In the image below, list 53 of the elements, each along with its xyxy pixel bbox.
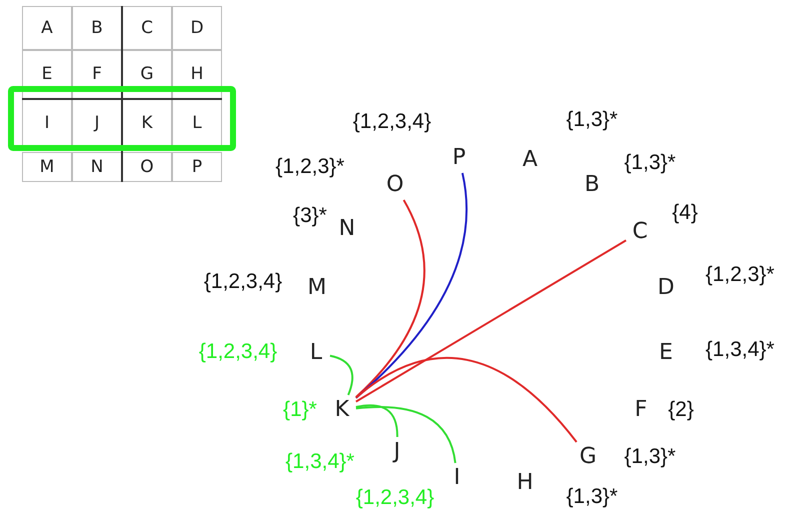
table-cell: L: [172, 99, 222, 147]
connector-curve: [356, 404, 398, 438]
vertex-label: F: [629, 397, 653, 423]
set-label: {1,2,3,4}: [198, 340, 278, 364]
vertex-label: N: [335, 216, 359, 242]
table-cell: D: [172, 6, 222, 50]
connector-curve: [355, 240, 627, 402]
table-cell: C: [122, 6, 172, 50]
table-cell: P: [172, 152, 222, 182]
table-cell: M: [22, 152, 72, 182]
vertex-label: O: [383, 172, 407, 198]
set-label: {1,2,3}*: [706, 263, 774, 287]
vertex-label: J: [385, 439, 409, 465]
table-cell: A: [22, 6, 72, 50]
vertex-label: I: [445, 465, 469, 491]
table-cell: O: [122, 152, 172, 182]
table-cell: E: [22, 50, 72, 99]
vertex-label: E: [654, 340, 678, 366]
vertex-label: K: [330, 397, 354, 423]
set-label: {2}: [668, 398, 694, 422]
table-cell: B: [72, 6, 122, 50]
set-label: {3}*: [293, 204, 327, 228]
connector-curve: [355, 172, 468, 399]
vertex-label: P: [447, 145, 471, 171]
set-label: {1,3}*: [624, 151, 676, 175]
table-cell: N: [72, 152, 122, 182]
vertex-label: H: [513, 470, 537, 496]
vertex-label: C: [628, 219, 652, 245]
connector-curve: [356, 406, 456, 464]
table-cell: G: [122, 50, 172, 99]
set-label: {1}*: [283, 398, 317, 422]
set-label: {1,2,3,4}: [356, 486, 434, 510]
set-label: {1,3}*: [566, 485, 618, 509]
vertex-label: M: [305, 275, 329, 301]
set-label: {4}: [672, 201, 698, 225]
set-label: {1,3}*: [624, 445, 676, 469]
vertex-label: B: [580, 172, 604, 198]
table-cell: H: [172, 50, 222, 99]
table-cell: F: [72, 50, 122, 99]
vertex-label: D: [654, 275, 678, 301]
set-label: {1,2,3,4}: [204, 270, 282, 294]
table-cell: I: [22, 99, 72, 147]
connector-curve: [330, 354, 354, 396]
vertex-label: A: [518, 147, 542, 173]
set-label: {1,3}*: [566, 108, 618, 132]
connector-curve: [355, 357, 578, 443]
set-label: {1,2,3}*: [276, 155, 344, 179]
set-label: {1,3,4}*: [706, 338, 774, 362]
vertex-label: L: [304, 340, 328, 366]
vertex-label: G: [576, 444, 600, 470]
set-label: {1,2,3,4}: [352, 110, 432, 134]
set-label: {1,3,4}*: [286, 450, 354, 474]
connector-curve: [355, 200, 426, 398]
